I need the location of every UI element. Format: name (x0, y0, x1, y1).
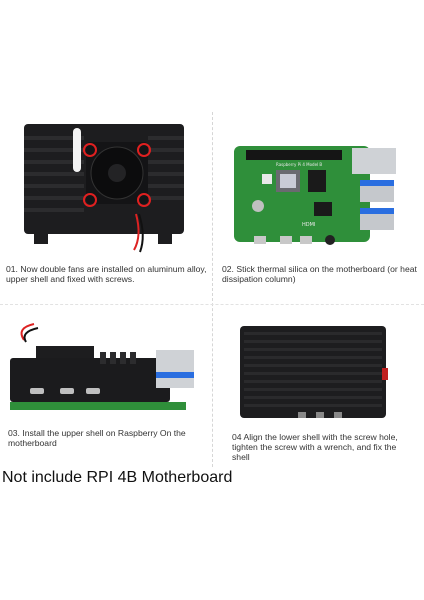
product-image-case-with-fan (18, 118, 208, 258)
board-model-label: Raspberry Pi 4 Model B (276, 162, 322, 167)
product-image-raspberry-pi-board: HDMI Raspberry Pi 4 Model B (232, 140, 404, 250)
product-image-closed-case (238, 322, 394, 424)
step-1-caption: 01. Now double fans are installed on alu… (6, 264, 207, 284)
product-image-shell-on-board (6, 322, 206, 422)
step-2-caption: 02. Stick thermal silica on the motherbo… (222, 264, 417, 284)
step-4-caption: 04 Align the lower shell with the screw … (232, 432, 398, 462)
board-hdmi-label: HDMI (302, 222, 315, 228)
panel-divider-horizontal (0, 304, 424, 305)
footer-note: Not include RPI 4B Motherboard (2, 469, 233, 486)
step-3-caption: 03. Install the upper shell on Raspberry… (8, 428, 186, 448)
panel-divider-vertical (212, 112, 213, 467)
